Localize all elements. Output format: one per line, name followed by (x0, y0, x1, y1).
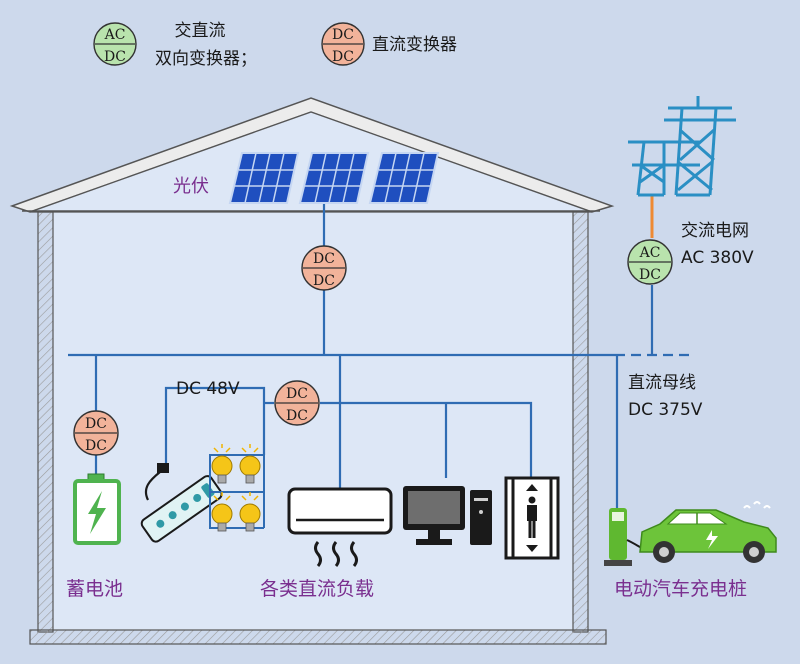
light-bulb-icon (239, 492, 261, 532)
battery-label: 蓄电池 (66, 578, 123, 600)
solar-panel-icon (298, 152, 370, 204)
solar-panels (228, 152, 440, 204)
battery-dcdc-converter: DC DC (73, 410, 119, 456)
legend-acdc-dc: DC (104, 49, 126, 65)
grid-label: 交流电网 (681, 221, 749, 241)
svg-text:DC: DC (85, 438, 107, 454)
svg-text:AC: AC (639, 245, 661, 261)
loads-label: 各类直流负载 (260, 578, 374, 600)
legend-dcdc-top: DC (332, 27, 354, 43)
svg-text:DC: DC (85, 416, 107, 432)
legend-dcdc-symbol: DC DC (321, 22, 365, 66)
legend-dcdc-bottom: DC (332, 49, 354, 65)
dc48-label: DC 48V (176, 379, 240, 399)
battery-icon (73, 473, 121, 545)
light-bulb-icon (211, 444, 233, 484)
legend-acdc-line1: 交直流 (175, 21, 226, 41)
svg-text:DC: DC (313, 273, 335, 289)
legend-dcdc-label: 直流变换器 (372, 35, 457, 55)
bulb-wiring (209, 454, 265, 529)
power-strip-icon (140, 463, 223, 543)
light-bulb-icon (211, 492, 233, 532)
computer-icon (403, 486, 492, 545)
pv-label: 光伏 (173, 176, 209, 197)
electric-car-icon (639, 501, 777, 563)
pv-dcdc-converter: DC DC (301, 245, 347, 291)
wiring (68, 203, 690, 508)
right-wall (572, 211, 589, 633)
legend-acdc-line2: 双向变换器； (155, 49, 257, 69)
solar-panel-icon (228, 152, 300, 204)
dc-bus-voltage-label: DC 375V (628, 400, 703, 420)
ev-label: 电动汽车充电桩 (614, 578, 747, 600)
svg-text:DC: DC (286, 408, 308, 424)
solar-panel-icon (368, 152, 440, 204)
elevator-icon (504, 476, 560, 560)
grid-acdc-converter: AC DC (627, 239, 673, 285)
svg-text:DC: DC (313, 251, 335, 267)
light-bulb-icon (239, 444, 261, 484)
dc-bus-label: 直流母线 (628, 373, 696, 393)
floor (29, 629, 607, 645)
transmission-tower-icon (628, 96, 736, 197)
left-wall (37, 211, 54, 633)
legend-acdc-ac: AC (104, 27, 126, 43)
svg-text:DC: DC (639, 267, 661, 283)
load-dcdc-converter: DC DC (274, 380, 320, 426)
light-bulbs (211, 444, 261, 532)
air-conditioner-icon (287, 487, 393, 567)
svg-text:DC: DC (286, 386, 308, 402)
grid-voltage-label: AC 380V (681, 248, 754, 268)
legend-acdc-symbol: AC DC (93, 22, 137, 66)
